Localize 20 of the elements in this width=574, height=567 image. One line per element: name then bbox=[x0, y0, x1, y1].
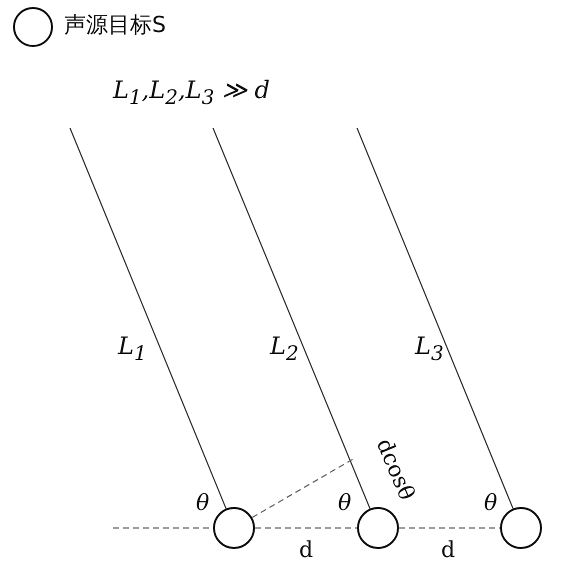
condition-label: L$_{1}$,L$_{2}$,L$_{3}$ ≫ d bbox=[113, 78, 270, 107]
angle-label: θ bbox=[484, 493, 498, 515]
length-label: L$_{3}$ bbox=[415, 334, 444, 363]
line bbox=[356, 128, 514, 509]
receiver-circle bbox=[357, 507, 399, 549]
spacing-label: d bbox=[441, 540, 456, 562]
receiver-circle bbox=[213, 507, 255, 549]
dashed-line bbox=[252, 457, 356, 518]
projection-label: dcosθ bbox=[372, 436, 418, 504]
angle-label: θ bbox=[338, 493, 352, 515]
dashed-line bbox=[255, 527, 357, 529]
spacing-label: d bbox=[299, 540, 314, 562]
dashed-line bbox=[399, 527, 500, 529]
length-label: L$_{2}$ bbox=[270, 334, 299, 363]
legend-text: 声源目标S bbox=[64, 15, 166, 37]
receiver-circle bbox=[500, 507, 542, 549]
line bbox=[212, 128, 371, 509]
line bbox=[69, 128, 227, 509]
length-label: L$_{1}$ bbox=[118, 334, 147, 363]
angle-label: θ bbox=[196, 493, 210, 515]
